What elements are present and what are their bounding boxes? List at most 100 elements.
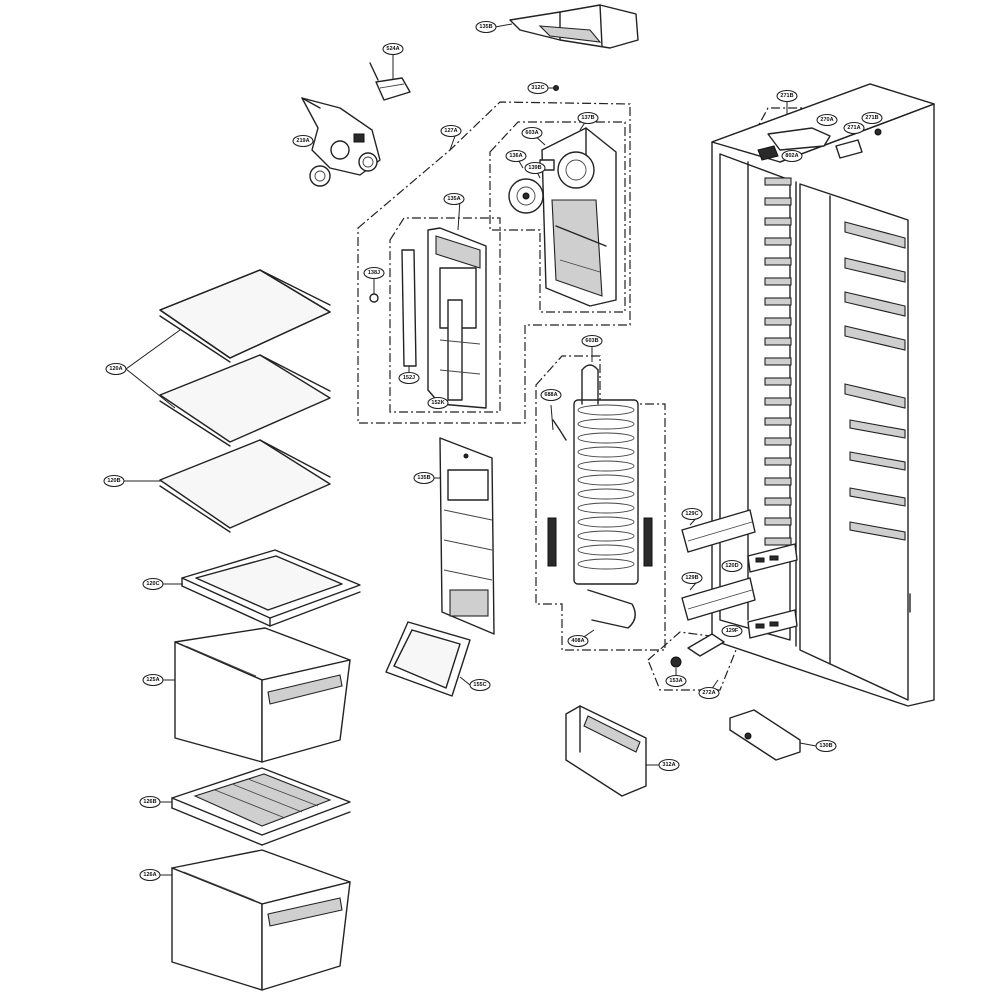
callout-137b: 137B [577, 111, 599, 125]
svg-text:126A: 126A [143, 872, 156, 878]
top-duct-cover [509, 4, 639, 49]
svg-text:688A: 688A [544, 392, 557, 398]
svg-text:408A: 408A [571, 638, 584, 644]
callout-129f: 129F [721, 624, 743, 638]
water-valve-assembly [301, 97, 381, 187]
ice-tray-cover [385, 621, 471, 697]
callout-270a: 270A [816, 113, 838, 127]
svg-text:219A: 219A [296, 138, 309, 144]
fresh-food-shelf-rails [844, 221, 906, 541]
callout-125a: 125A [142, 673, 164, 687]
callout-138j: 138J [363, 266, 385, 280]
svg-text:139B: 139B [528, 165, 541, 171]
callout-135a-top: 135B [475, 20, 497, 34]
svg-text:129C: 129C [685, 511, 698, 517]
callout-136a: 136A [505, 149, 527, 163]
callout-120b: 120B [103, 474, 125, 488]
svg-text:802A: 802A [785, 153, 798, 159]
svg-text:153A: 153A [669, 678, 682, 684]
svg-text:271B: 271B [865, 115, 878, 121]
callout-272a: 272A [698, 686, 720, 700]
callout-271b-right: 271B [861, 111, 883, 125]
evaporator-assembly-frame [535, 355, 666, 651]
svg-text:271B: 271B [780, 93, 793, 99]
svg-text:136A: 136A [509, 153, 522, 159]
sensor-module [369, 62, 411, 101]
svg-text:155C: 155C [473, 682, 486, 688]
callout-603b: 603B [581, 334, 603, 348]
svg-text:129B: 129B [685, 575, 698, 581]
svg-text:120D: 120D [725, 563, 738, 569]
callout-129b: 129B [681, 571, 703, 585]
callout-271b: 271B [776, 89, 798, 103]
callout-120a: 120A [105, 362, 127, 376]
svg-text:272A: 272A [702, 690, 715, 696]
svg-text:120B: 120B [107, 478, 120, 484]
callout-152j: 152J [398, 371, 420, 385]
part-callouts: 135B 524A 312C 219A 127A 137B 603A 136A [103, 20, 883, 882]
svg-text:126B: 126B [143, 799, 156, 805]
callout-219a: 219A [292, 134, 314, 148]
svg-text:603A: 603A [525, 130, 538, 136]
svg-text:130B: 130B [819, 743, 832, 749]
callout-688a: 688A [540, 388, 562, 402]
callout-130b: 130B [815, 739, 837, 753]
refrigerator-cabinet [711, 83, 935, 707]
crisper-drawer-upper [174, 627, 351, 763]
callout-127a: 127A [440, 124, 462, 138]
callout-603a: 603A [521, 126, 543, 140]
svg-text:129F: 129F [726, 628, 739, 634]
guide-assembly-frame [389, 217, 501, 413]
callout-152k: 152K [427, 396, 449, 410]
svg-text:125A: 125A [146, 677, 159, 683]
callout-408a: 408A [567, 634, 589, 648]
svg-text:603B: 603B [585, 338, 598, 344]
svg-text:271A: 271A [847, 125, 860, 131]
screw-312c [553, 85, 559, 91]
drawer-cover-grid [171, 767, 351, 846]
crisper-cover-shelf [181, 549, 361, 627]
svg-text:312A: 312A [662, 762, 675, 768]
svg-text:270A: 270A [820, 117, 833, 123]
evaporator-tubes [577, 404, 635, 570]
top-bracket-parts [757, 127, 882, 161]
svg-text:524A: 524A [386, 46, 399, 52]
freezer-shelf-rails [764, 177, 792, 546]
hinge-bracket [670, 633, 725, 668]
fan-assembly-frame [489, 121, 626, 313]
svg-text:137B: 137B [581, 115, 594, 121]
svg-text:135A: 135A [447, 196, 460, 202]
callout-312a: 312A [658, 758, 680, 772]
callout-126a: 126A [139, 868, 161, 882]
drawer-slide-rails [681, 509, 798, 639]
duct-bracket-312a [565, 705, 647, 797]
callout-120d: 120D [721, 559, 743, 573]
duct-guide [369, 227, 487, 409]
hinge-plate-130b [729, 709, 801, 761]
svg-text:135B: 135B [479, 24, 492, 30]
callout-135a-mid: 135A [443, 192, 465, 206]
callout-153a: 153A [665, 674, 687, 688]
crisper-drawer-lower [171, 849, 351, 991]
svg-text:152J: 152J [403, 375, 415, 381]
callout-524a: 524A [382, 42, 404, 56]
callout-312c: 312C [527, 81, 549, 95]
svg-text:120C: 120C [146, 581, 159, 587]
callout-126b: 126B [139, 795, 161, 809]
callout-120c: 120C [142, 577, 164, 591]
svg-text:138J: 138J [368, 270, 380, 276]
fan-assembly [508, 127, 617, 307]
callout-139b: 139B [524, 161, 546, 175]
duct-assembly-frame [357, 101, 631, 424]
glass-shelves [159, 269, 331, 533]
svg-text:135B: 135B [417, 475, 430, 481]
rear-duct-panel [439, 437, 495, 635]
svg-text:152K: 152K [431, 400, 444, 406]
callout-129c: 129C [681, 507, 703, 521]
svg-text:312C: 312C [531, 85, 544, 91]
callout-135b: 135B [413, 471, 435, 485]
evaporator-coil [547, 364, 653, 629]
svg-text:127A: 127A [444, 128, 457, 134]
hinge-bracket-frame [647, 631, 741, 691]
